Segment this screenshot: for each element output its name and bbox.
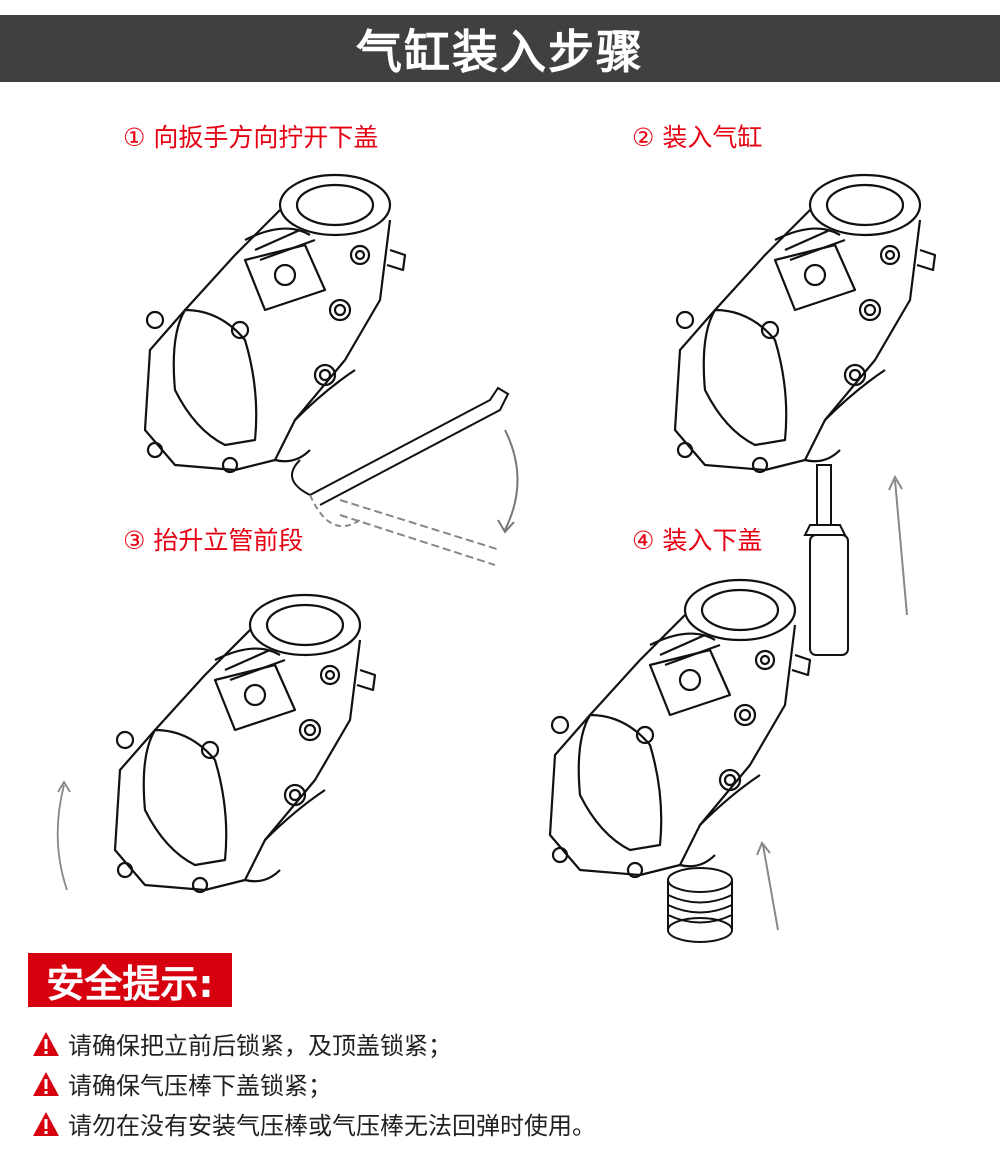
- safety-item: 请勿在没有安装气压棒或气压棒无法回弹时使用。: [32, 1106, 596, 1141]
- warning-icon: [33, 1111, 59, 1136]
- safety-item: 请确保气压棒下盖锁紧；: [32, 1066, 332, 1101]
- warning-icon: [33, 1031, 59, 1056]
- page-title: 气缸装入步骤: [356, 24, 644, 79]
- step-2-label: ② 装入气缸: [632, 123, 763, 152]
- hex-wrench-illustration: [291, 386, 519, 566]
- safety-title: 安全提示:: [28, 953, 232, 1007]
- safety-item-text: 请确保把立前后锁紧，及顶盖锁紧；: [68, 1032, 452, 1060]
- page-header: 气缸装入步骤: [0, 15, 1000, 82]
- safety-item-text: 请勿在没有安装气压棒或气压棒无法回弹时使用。: [68, 1112, 596, 1140]
- step-3-label: ③ 抬升立管前段: [123, 526, 304, 555]
- lift-arrow-icon: [56, 780, 71, 891]
- warning-icon: [33, 1071, 59, 1096]
- stem-illustration-step-2: [655, 160, 955, 480]
- step-4-label: ④ 装入下盖: [632, 526, 763, 555]
- step-1-label: ① 向扳手方向拧开下盖: [123, 123, 379, 152]
- safety-item-text: 请确保气压棒下盖锁紧；: [68, 1072, 332, 1100]
- stem-illustration-step-3: [95, 580, 395, 900]
- gas-cylinder-illustration: [803, 464, 908, 656]
- safety-item: 请确保把立前后锁紧，及顶盖锁紧；: [32, 1026, 452, 1061]
- bottom-cap-illustration: [667, 841, 779, 943]
